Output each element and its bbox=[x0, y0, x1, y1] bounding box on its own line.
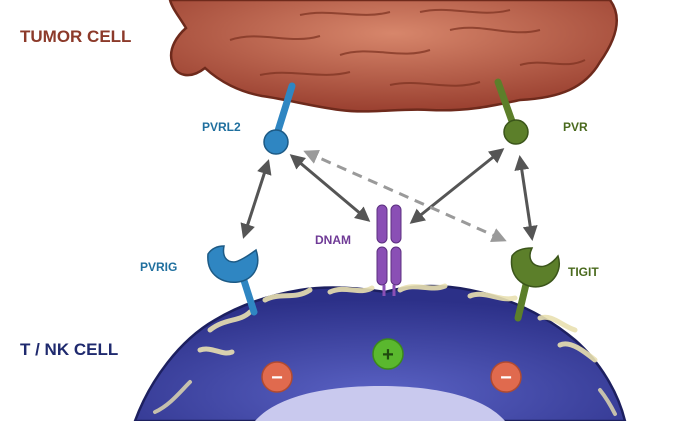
tigit-receptor bbox=[510, 247, 560, 322]
tumor-cell-label: TUMOR CELL bbox=[20, 27, 131, 46]
interaction-arrows bbox=[240, 148, 538, 242]
pvrl2-label: PVRL2 bbox=[202, 120, 241, 134]
arrow-pvrl2-tigit-dashed bbox=[303, 150, 507, 242]
pvrig-label: PVRIG bbox=[140, 260, 177, 274]
arrow-pvrl2-dnam bbox=[289, 154, 371, 222]
dnam-receptor bbox=[376, 204, 402, 296]
plus-badge: + bbox=[372, 338, 404, 370]
minus-badge-left: − bbox=[261, 361, 293, 393]
nucleus bbox=[255, 386, 505, 421]
svg-text:+: + bbox=[382, 344, 394, 366]
tumor-cell bbox=[168, 0, 618, 113]
tigit-label: TIGIT bbox=[568, 265, 599, 279]
pvrl2-receptor bbox=[263, 82, 296, 155]
pvrig-receptor bbox=[207, 245, 259, 316]
minus-badge-right: − bbox=[490, 361, 522, 393]
tnk-cell-label: T / NK CELL bbox=[20, 340, 118, 359]
svg-text:−: − bbox=[500, 367, 512, 389]
dnam-label: DNAM bbox=[315, 233, 351, 247]
arrow-pvrl2-pvrig bbox=[240, 159, 272, 239]
arrow-pvr-dnam bbox=[409, 148, 505, 224]
pvr-receptor bbox=[494, 78, 529, 145]
arrow-pvr-tigit bbox=[514, 155, 538, 241]
svg-text:−: − bbox=[271, 367, 283, 389]
pvr-label: PVR bbox=[563, 120, 588, 134]
